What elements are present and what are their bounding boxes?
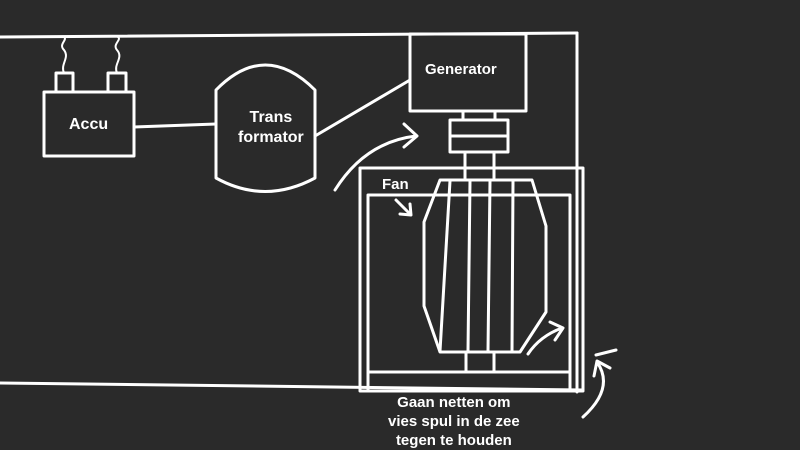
inner-flow-arrow <box>526 326 564 356</box>
net-annotation: Gaan netten om vies spul in de zee tegen… <box>388 393 520 450</box>
fan-pointer-arrow <box>394 198 412 216</box>
inner-flow-arrow-head <box>548 320 565 342</box>
net-marker-line <box>594 348 618 357</box>
net-pointer-arrow-head <box>592 359 612 378</box>
battery-label: Accu <box>69 116 109 133</box>
battery-box <box>42 90 136 158</box>
rotor-blade-3 <box>486 179 492 353</box>
turbine-housing-outer <box>358 166 585 393</box>
battery-terminal-right <box>106 71 128 94</box>
generator-label: Generator <box>425 61 497 78</box>
fan-label: Fan <box>382 176 409 193</box>
net-annotation-line2: vies spul in de zee <box>388 413 520 430</box>
fan-pointer-arrow-head <box>398 202 413 217</box>
generator-box <box>408 32 528 113</box>
battery-wire-right <box>114 36 121 74</box>
turbine-rotor <box>422 178 548 354</box>
transformer-label-line1: Trans <box>249 109 293 126</box>
battery-transformer-wire <box>132 122 218 129</box>
net-annotation-line1: Gaan netten om <box>397 394 511 411</box>
rotor-blade-1 <box>438 179 452 353</box>
rotor-blade-2 <box>466 179 472 353</box>
rotor-blade-4 <box>510 179 515 353</box>
airflow-arrow-head <box>402 122 419 149</box>
frame-bottom-line <box>0 381 585 392</box>
net-pointer-arrow <box>581 360 605 419</box>
battery-terminal-left <box>54 71 75 94</box>
transformer-label-line2: formator <box>238 129 304 146</box>
battery-wire-left <box>61 36 67 74</box>
transformer-shape <box>214 63 317 193</box>
transformer-generator-wire <box>313 78 412 138</box>
net-annotation-line3: tegen te houden <box>395 432 512 449</box>
airflow-arrow-curved <box>333 134 418 192</box>
transformer-label: Trans formator <box>238 108 304 148</box>
